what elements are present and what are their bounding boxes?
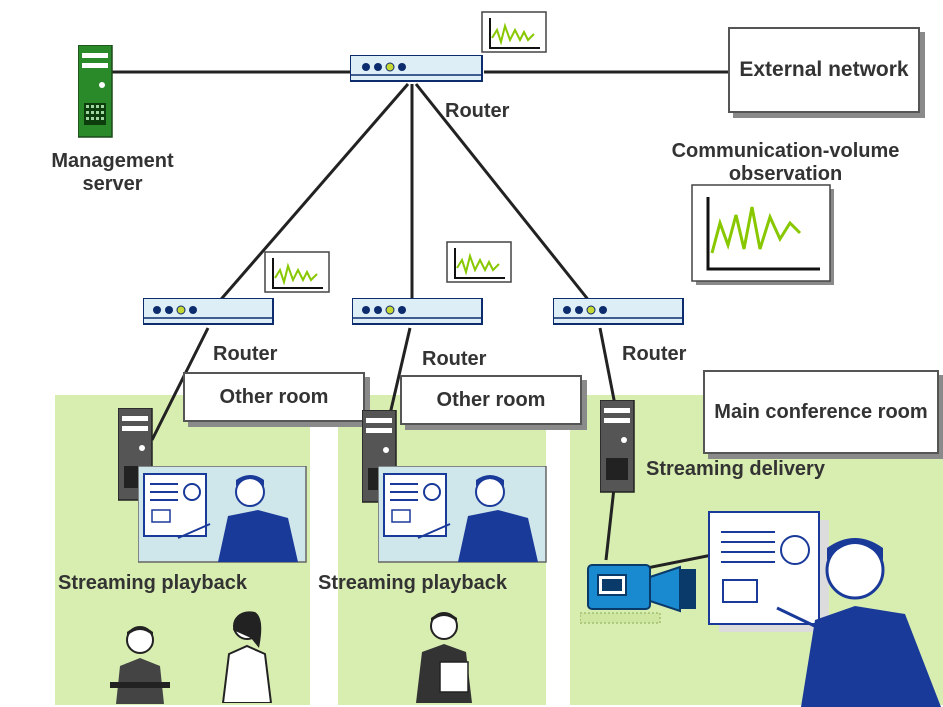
router-icon xyxy=(350,55,483,82)
management-server-label: Management server xyxy=(51,150,174,195)
camera-icon xyxy=(580,564,696,624)
person-icon xyxy=(416,612,472,703)
playback-1-label: Streaming playback xyxy=(58,572,247,594)
router-3-label: Router xyxy=(622,343,687,365)
link-top-to-router-1 xyxy=(208,83,410,313)
streaming-delivery-label: Streaming delivery xyxy=(646,458,825,480)
link-router-3-to-server xyxy=(598,327,618,411)
link-top-to-router-3 xyxy=(414,83,600,313)
router-1-label: Router xyxy=(213,343,278,365)
presenter-icon xyxy=(138,466,307,563)
router-icon xyxy=(143,298,274,325)
playback-2-label: Streaming playback xyxy=(318,572,507,594)
link-router-1-to-server xyxy=(150,327,210,441)
server-icon xyxy=(78,45,113,138)
presenter-icon xyxy=(378,466,547,563)
external-network-box: External network xyxy=(728,27,920,113)
person-icon xyxy=(110,626,170,704)
other-room-1-label: Other room xyxy=(183,372,365,422)
server-icon xyxy=(600,400,635,493)
person-icon xyxy=(221,611,273,703)
graph-icon xyxy=(446,241,512,283)
presenter-icon xyxy=(708,511,941,707)
observation-label: Communication-volume observation xyxy=(671,140,900,185)
graph-icon xyxy=(481,11,547,53)
link-server-to-camera xyxy=(604,487,616,561)
main-room-label: Main conference room xyxy=(703,370,939,454)
graph-icon xyxy=(264,251,330,293)
graph-icon xyxy=(691,184,834,285)
router-top-label: Router xyxy=(445,100,510,122)
router-icon xyxy=(553,298,684,325)
other-room-2-label: Other room xyxy=(400,375,582,425)
router-2-label: Router xyxy=(422,348,487,370)
router-icon xyxy=(352,298,483,325)
